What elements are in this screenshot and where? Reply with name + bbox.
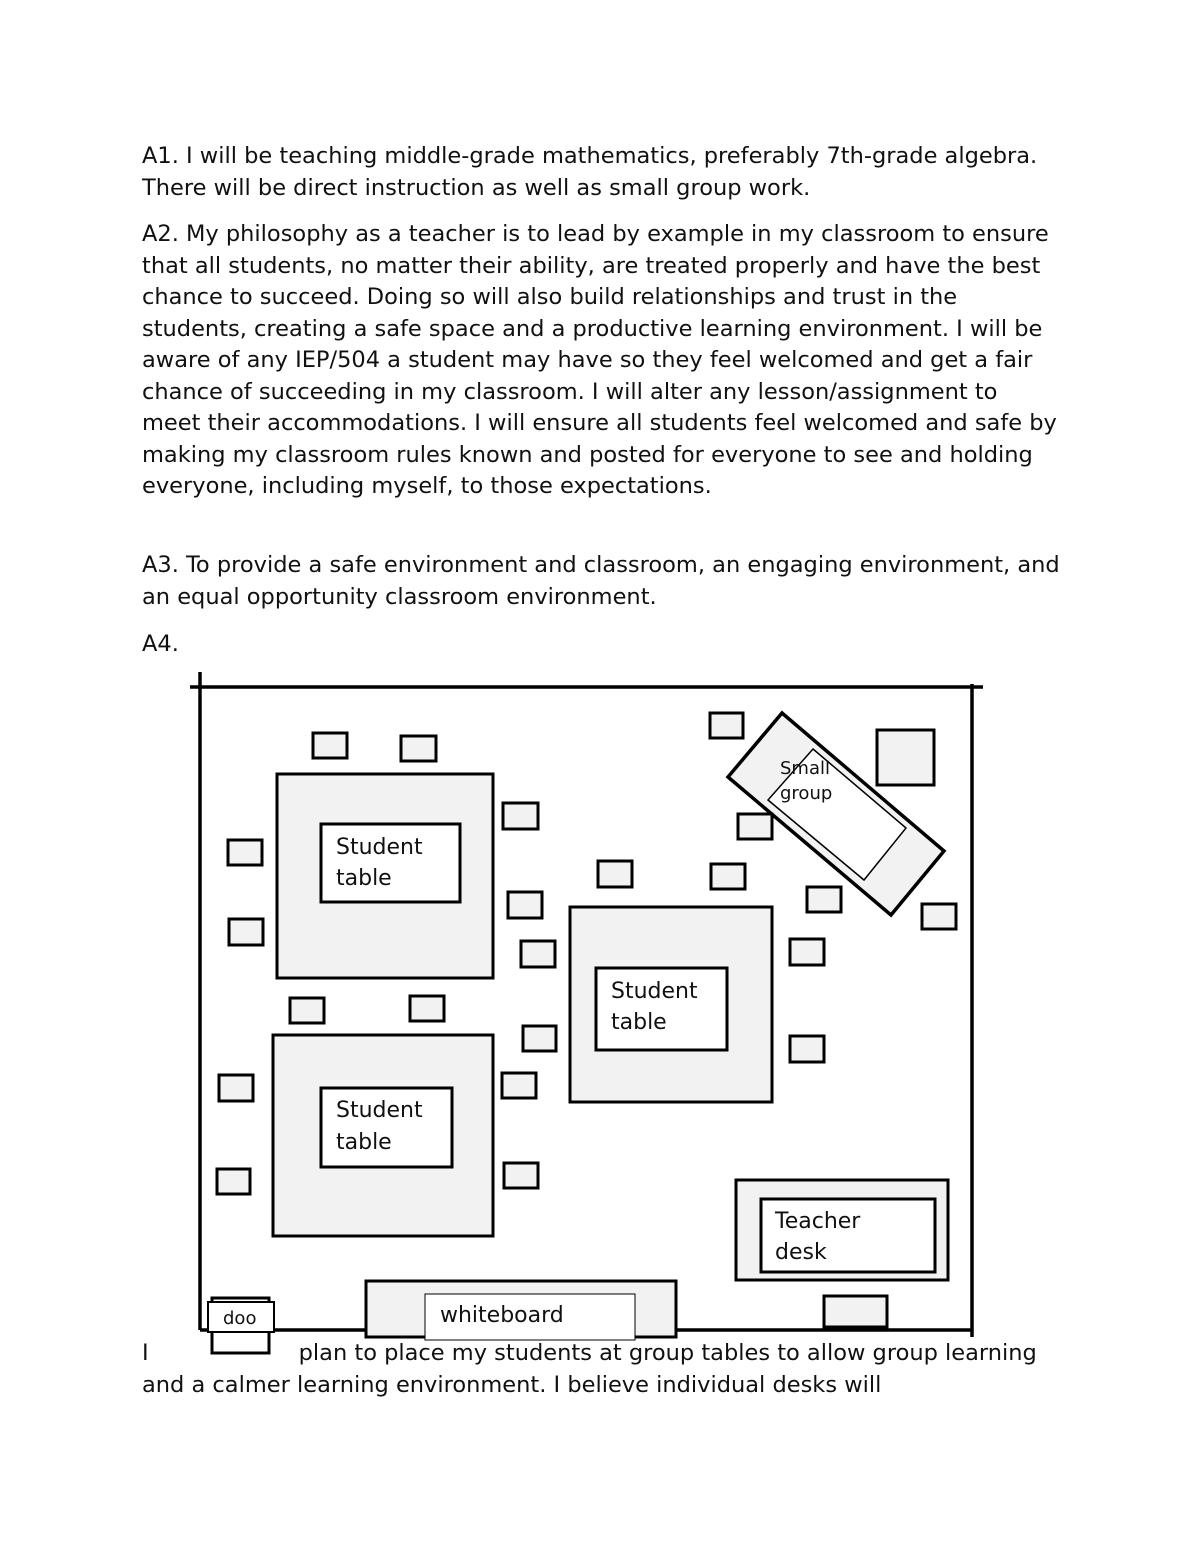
chair — [506, 890, 544, 920]
student-table-1-label-line1: Student — [336, 835, 423, 860]
chair — [708, 711, 745, 740]
student-table-1: Student table — [275, 772, 495, 980]
student-table-1-label-line2: table — [336, 866, 392, 891]
answer-a2: A2. My philosophy as a teacher is to lea… — [142, 221, 1057, 499]
teacher-desk: Teacher desk — [734, 1178, 950, 1282]
teacher-desk-label-line2: desk — [775, 1240, 827, 1265]
teacher-desk-label-line1: Teacher — [774, 1209, 861, 1234]
student-table-2-label-line2: table — [611, 1010, 667, 1035]
chair — [500, 1071, 538, 1100]
chair — [788, 1034, 826, 1064]
chair — [788, 937, 826, 967]
chair — [408, 994, 446, 1023]
small-group-label-line2: group — [780, 783, 832, 804]
chair — [805, 885, 843, 914]
chair — [288, 996, 326, 1025]
chair — [709, 862, 747, 891]
door-label: doo — [223, 1308, 256, 1329]
door: doo — [207, 1296, 275, 1355]
chair — [822, 1294, 889, 1329]
whiteboard: whiteboard — [364, 1279, 678, 1341]
chair — [596, 859, 634, 889]
answer-a1: A1. I will be teaching middle-grade math… — [142, 143, 1038, 201]
chair — [226, 838, 264, 867]
whiteboard-label: whiteboard — [440, 1303, 564, 1328]
chair — [521, 1024, 558, 1053]
chairs — [215, 711, 958, 1329]
answer-a3: A3. To provide a safe environment and cl… — [142, 552, 1060, 610]
student-table-2: Student table — [568, 905, 774, 1104]
chair — [217, 1073, 255, 1103]
student-table-3-label-line1: Student — [336, 1098, 423, 1123]
chair — [399, 734, 438, 763]
student-table-3: Student table — [271, 1033, 495, 1238]
chair — [920, 902, 958, 931]
student-table-3-label-line2: table — [336, 1130, 392, 1155]
chair — [736, 812, 774, 841]
small-group-table: Small group — [725, 710, 947, 918]
chair — [215, 1167, 252, 1196]
chair — [519, 939, 557, 969]
storage-cabinet — [875, 728, 936, 787]
chair — [502, 1161, 540, 1190]
chair — [227, 917, 265, 947]
chair — [501, 801, 540, 831]
student-table-2-label-line1: Student — [611, 979, 698, 1004]
closing-start: I — [142, 1340, 149, 1366]
small-group-label-line1: Small — [780, 758, 830, 779]
answer-a4-heading: A4. — [142, 631, 179, 657]
chair — [311, 731, 349, 760]
closing-rest: plan to place my students at group table… — [142, 1340, 1037, 1398]
